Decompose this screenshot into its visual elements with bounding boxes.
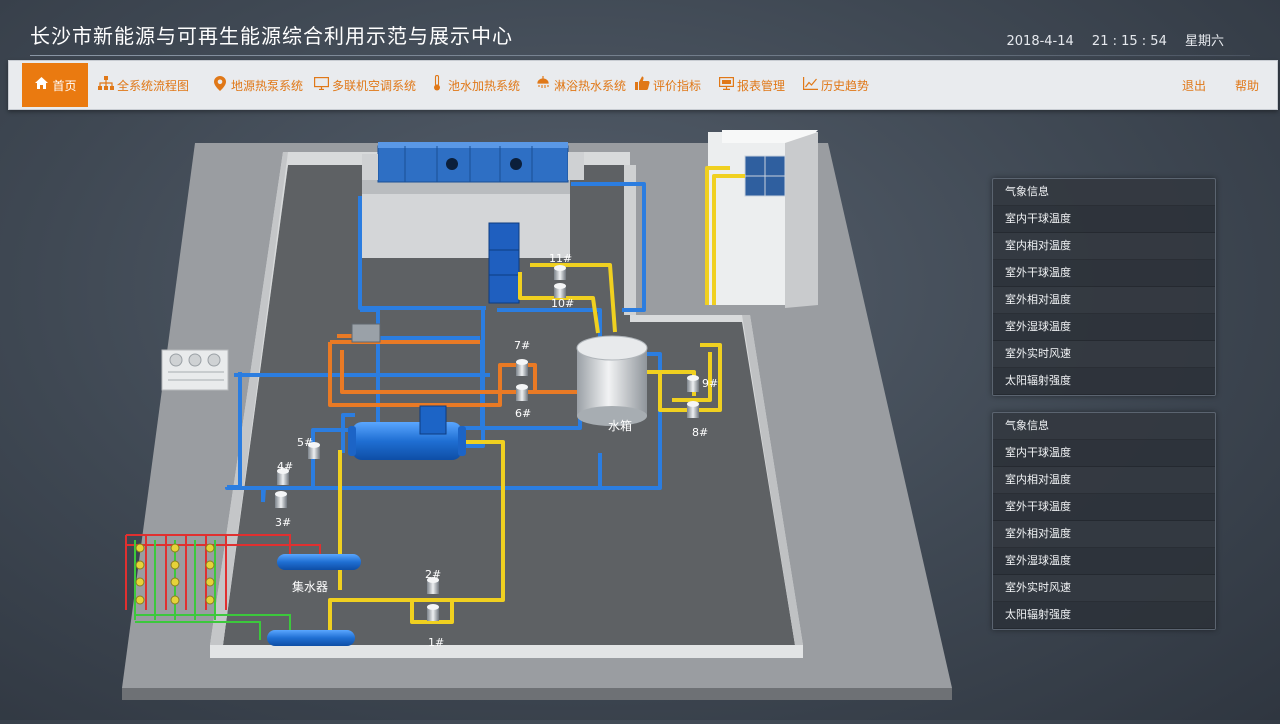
logout-button[interactable]: 退出 [1182,78,1207,93]
metric-row: 室外相对温度 [993,287,1215,314]
pumps [275,265,699,621]
app-title: 长沙市新能源与可再生能源综合利用示范与展示中心 [30,24,513,48]
title-bar: 长沙市新能源与可再生能源综合利用示范与展示中心 2018-4-14 21 : 1… [0,0,1280,58]
weekday-text: 星期六 [1184,34,1224,49]
pump-label-11: 11# [549,252,572,265]
nav-history-trend-label: 历史趋势 [821,78,870,93]
pump-label-10: 10# [551,297,574,310]
water-tank [576,335,648,426]
thumbs-up-icon [634,76,650,94]
weather-panel-2: 气象信息 室内干球温度 室内相对温度 室外干球温度 室外相对温度 室外湿球温度 … [992,412,1216,630]
metric-row: 太阳辐射强度 [993,368,1215,395]
nav-home-label: 首页 [52,78,77,93]
datetime: 2018-4-14 21 : 15 : 54 星期六 [995,30,1225,49]
metric-row: 室外相对温度 [993,521,1215,548]
nav-ground-source-heatpump[interactable]: 地源热泵系统 [212,61,303,109]
nav-report-management[interactable]: 报表管理 [718,61,785,109]
nav-ground-source-heatpump-label: 地源热泵系统 [231,78,304,93]
nav-system-flowchart[interactable]: 全系统流程图 [98,61,189,109]
nav-shower-hotwater[interactable]: 淋浴热水系统 [535,61,626,109]
metric-row: 室内干球温度 [993,206,1215,233]
nav-vrf-aircon-label: 多联机空调系统 [332,78,417,93]
pump-label-3: 3# [275,516,291,529]
panel-header: 气象信息 [993,413,1215,440]
weather-panel-1: 气象信息 室内干球温度 室内相对温度 室外干球温度 室外相对温度 室外湿球温度 … [992,178,1216,396]
pump-label-1: 1# [428,636,444,649]
small-heat-exchanger [351,323,381,343]
nav-system-flowchart-label: 全系统流程图 [117,78,190,93]
shower-icon [535,76,551,94]
solar-building [708,130,818,308]
nav-pool-heating-label: 池水加热系统 [448,78,521,93]
system-flow-diagram: 1# 2# 3# 4# 5# 6# 7# 8# 9# 10# 11# 水箱 集水… [0,110,980,720]
metric-row: 室内相对温度 [993,467,1215,494]
pump-label-7: 7# [514,339,530,352]
metric-row: 室外实时风速 [993,575,1215,602]
trend-chart-icon [802,76,818,94]
collector-label: 集水器 [292,579,328,594]
map-pin-icon [212,75,228,95]
nav-shower-hotwater-label: 淋浴热水系统 [554,78,627,93]
main-nav: 首页 全系统流程图 地源热泵系统 多联机空调系统 池水加热系统 淋浴热水系统 [8,60,1278,110]
air-handling-unit [362,142,584,258]
nav-history-trend[interactable]: 历史趋势 [802,61,869,109]
date-text: 2018-4-14 [1006,34,1074,49]
water-tank-label: 水箱 [608,418,632,433]
pump-label-9: 9# [702,377,718,390]
time-text: 21 : 15 : 54 [1091,34,1167,49]
condensing-unit [161,349,229,391]
help-button[interactable]: 帮助 [1235,78,1260,93]
metric-row: 室内相对温度 [993,233,1215,260]
home-icon [33,77,49,93]
nav-home[interactable]: 首页 [22,63,88,107]
ground-wells [135,543,215,605]
metric-row: 室外湿球温度 [993,314,1215,341]
pump-label-5: 5# [297,436,313,449]
pump-label-4: 4# [277,460,293,473]
metric-row: 室外干球温度 [993,260,1215,287]
blue-pipes [225,182,662,503]
pump-label-6: 6# [515,407,531,420]
desktop-icon [718,76,734,94]
sitemap-icon [98,76,114,94]
heat-pump-unit [348,405,466,460]
nav-vrf-aircon[interactable]: 多联机空调系统 [313,61,416,109]
metric-row: 太阳辐射强度 [993,602,1215,629]
metric-row: 室外湿球温度 [993,548,1215,575]
nav-report-management-label: 报表管理 [737,78,786,93]
monitor-icon [313,76,329,94]
nav-evaluation-index[interactable]: 评价指标 [634,61,701,109]
title-divider [30,55,1250,56]
building-floor [210,152,803,658]
metric-row: 室外实时风速 [993,341,1215,368]
pump-label-2: 2# [425,568,441,581]
metric-row: 室内干球温度 [993,440,1215,467]
metric-row: 室外干球温度 [993,494,1215,521]
nav-pool-heating[interactable]: 池水加热系统 [429,61,520,109]
pump-label-8: 8# [692,426,708,439]
yellow-pipes [328,166,745,640]
nav-evaluation-index-label: 评价指标 [653,78,702,93]
panel-header: 气象信息 [993,179,1215,206]
water-collectors [267,554,361,646]
thermometer-icon [429,74,445,95]
equipment-rack [488,222,520,304]
